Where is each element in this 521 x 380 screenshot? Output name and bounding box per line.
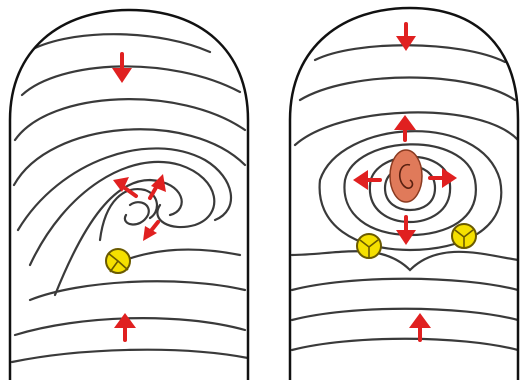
loop-fingerprint-panel: [0, 0, 260, 380]
red-arrow-icon: [396, 24, 416, 51]
loop-ridges: [12, 34, 248, 362]
red-arrow-icon: [394, 115, 416, 140]
whorl-fingerprint-diagram: [260, 0, 521, 380]
yellow-delta-circle-icon: [357, 234, 381, 258]
loop-fingerprint-diagram: [0, 0, 260, 380]
yellow-delta-circle-icon: [106, 249, 130, 273]
red-arrow-icon: [353, 170, 380, 190]
red-arrow-icon: [143, 222, 158, 241]
whorl-fingerprint-panel: [260, 0, 521, 380]
red-arrow-icon: [112, 54, 132, 83]
yellow-delta-circle-icon: [452, 224, 476, 248]
red-arrow-icon: [114, 313, 136, 340]
red-arrow-icon: [150, 174, 166, 198]
whorl-core-icon: [390, 150, 422, 202]
red-arrow-icon: [409, 313, 431, 340]
